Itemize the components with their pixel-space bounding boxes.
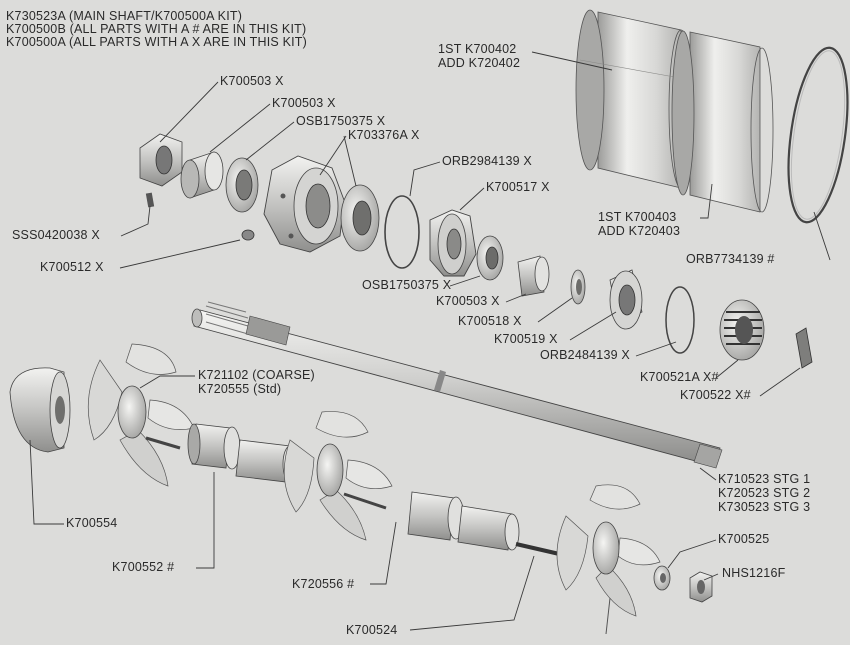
label-sss0420038: SSS0420038 X bbox=[12, 228, 100, 242]
bushing-k700503-c bbox=[517, 255, 550, 297]
label-k700552: K700552 # bbox=[112, 560, 175, 574]
seal-assembly-k700521a bbox=[719, 299, 765, 361]
bearing-k700519 bbox=[609, 269, 643, 330]
label-k700503-b: K700503 X bbox=[272, 96, 336, 110]
label-k700521a: K700521A X# bbox=[640, 370, 719, 384]
header-line-2: K700500B (ALL PARTS WITH A # ARE IN THIS… bbox=[6, 22, 307, 36]
label-k700403: 1ST K700403 ADD K720403 bbox=[598, 210, 680, 238]
impeller-k710523 bbox=[556, 484, 661, 635]
label-k700402-line1: 1ST K700402 bbox=[438, 42, 517, 56]
oring-orb2984139 bbox=[384, 195, 420, 269]
seal-osb1750375-b bbox=[476, 235, 504, 281]
label-orb2984139: ORB2984139 X bbox=[442, 154, 532, 168]
leader-lines bbox=[29, 51, 831, 631]
impeller-k721102 bbox=[87, 343, 195, 487]
label-orb7734139: ORB7734139 # bbox=[686, 252, 775, 266]
label-k700518: K700518 X bbox=[458, 314, 522, 328]
label-impeller: K721102 (COARSE) K720555 (Std) bbox=[198, 368, 315, 396]
impeller-k720556 bbox=[283, 411, 393, 541]
bearing-k703376a bbox=[340, 184, 380, 252]
bushing-k720556 bbox=[407, 491, 520, 551]
label-k700402-line2: ADD K720402 bbox=[438, 56, 521, 70]
label-osb1750375-b: OSB1750375 X bbox=[362, 278, 452, 292]
oring-orb2484139 bbox=[665, 286, 695, 354]
label-k700522: K700522 X# bbox=[680, 388, 751, 402]
kit-header: K730523A (MAIN SHAFT/K700500A KIT) K7005… bbox=[6, 10, 307, 49]
label-k700402: 1ST K700402 ADD K720402 bbox=[438, 42, 520, 70]
label-k703376a: K703376A X bbox=[348, 128, 420, 142]
label-k710523: K710523 STG 1 bbox=[718, 472, 811, 486]
label-k700519: K700519 X bbox=[494, 332, 558, 346]
washer-k700525 bbox=[653, 565, 671, 591]
oring-orb7734139 bbox=[787, 46, 849, 224]
label-k730523: K730523 STG 3 bbox=[718, 500, 811, 514]
label-osb1750375-a: OSB1750375 X bbox=[296, 114, 386, 128]
label-k700524: K700524 bbox=[346, 623, 398, 637]
label-orb2484139: ORB2484139 X bbox=[540, 348, 630, 362]
key-k700522 bbox=[795, 327, 813, 369]
label-k720556: K720556 # bbox=[292, 577, 355, 591]
label-k700517: K700517 X bbox=[486, 180, 550, 194]
washer-k700518 bbox=[570, 269, 586, 305]
hex-nut-k700503 bbox=[139, 133, 183, 187]
label-k700503-a: K700503 X bbox=[220, 74, 284, 88]
label-k700554: K700554 bbox=[66, 516, 118, 530]
label-nhs1216f: NHS1216F bbox=[722, 566, 786, 580]
label-k700512: K700512 X bbox=[40, 260, 104, 274]
header-line-1: K730523A (MAIN SHAFT/K700500A KIT) bbox=[6, 9, 243, 23]
label-k700403-line1: 1ST K700403 bbox=[598, 210, 677, 224]
label-k700503-c: K700503 X bbox=[436, 294, 500, 308]
bearing-housing-k703376a bbox=[263, 155, 345, 253]
sleeve-k700402 bbox=[575, 9, 694, 189]
label-k700403-line2: ADD K720403 bbox=[598, 224, 681, 238]
washer-k700512 bbox=[241, 229, 255, 241]
main-shaft-k710523 bbox=[191, 301, 723, 469]
bushing-k700552 bbox=[187, 423, 298, 483]
bushing-k700503 bbox=[180, 151, 224, 199]
sleeve-k700403 bbox=[671, 30, 774, 213]
pump-body-k700517 bbox=[429, 209, 477, 277]
label-k720555: K720555 (Std) bbox=[198, 382, 282, 396]
nut-nhs1216f bbox=[689, 571, 713, 603]
nose-cone-k700554 bbox=[9, 367, 71, 453]
label-shaft-stages: K710523 STG 1 K720523 STG 2 K730523 STG … bbox=[718, 472, 810, 514]
label-k720523: K720523 STG 2 bbox=[718, 486, 811, 500]
set-screw-sss0420038 bbox=[145, 192, 155, 208]
header-line-3: K700500A (ALL PARTS WITH A X ARE IN THIS… bbox=[6, 35, 308, 49]
seal-osb1750375 bbox=[225, 157, 259, 213]
label-k700525: K700525 bbox=[718, 532, 770, 546]
label-k721102: K721102 (COARSE) bbox=[198, 368, 315, 382]
